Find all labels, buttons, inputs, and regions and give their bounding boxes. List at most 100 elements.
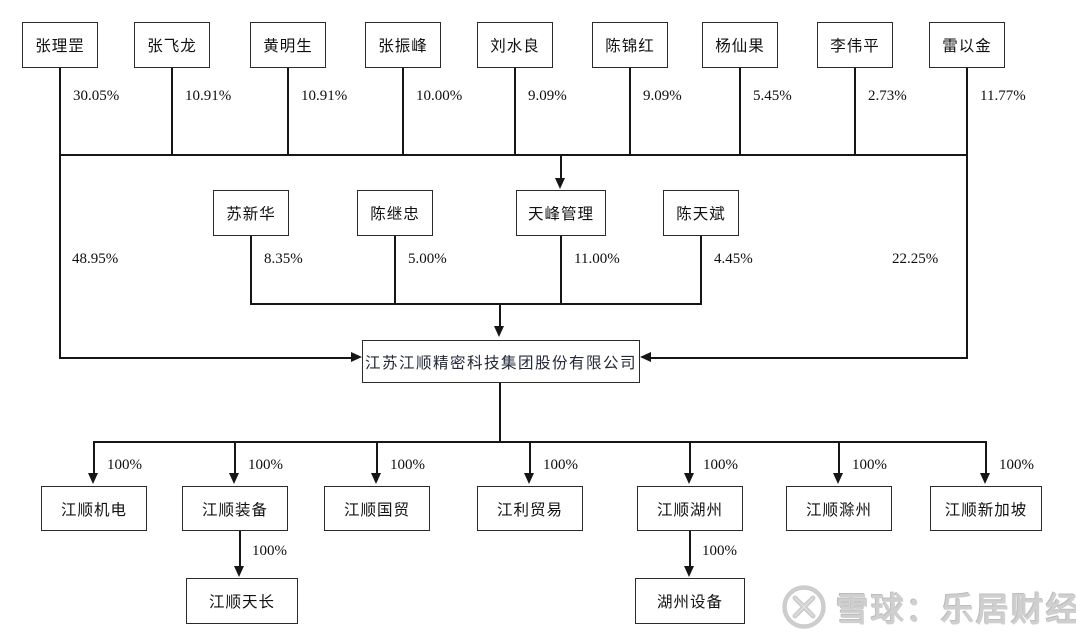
node-label: 杨仙果 [715, 38, 765, 55]
pct-label: 100% [252, 543, 287, 559]
level1-node-6: 陈锦红 [592, 22, 668, 68]
connector-line [93, 443, 95, 474]
level1-node-2: 张飞龙 [134, 22, 210, 68]
connector-line [287, 68, 289, 155]
node-label: 江利贸易 [496, 501, 563, 519]
arrowhead-down [494, 326, 504, 337]
pct-label: 100% [702, 543, 737, 559]
connector-line [239, 531, 241, 566]
pct-label: 10.91% [301, 88, 348, 104]
arrowhead-left [640, 352, 651, 362]
node-label: 江顺新加坡 [944, 501, 1028, 519]
level2-node-2: 陈继忠 [357, 190, 433, 236]
bus-line-bottom [93, 441, 987, 443]
arrowhead-down [229, 473, 239, 484]
node-label: 江顺机电 [60, 501, 127, 519]
watermark: 雪球：乐居财经 [781, 583, 1076, 631]
subsidiary-node-1: 江顺机电 [41, 486, 147, 531]
pct-label: 100% [107, 457, 142, 473]
node-label: 陈继忠 [370, 206, 420, 223]
level1-node-3: 黄明生 [250, 22, 326, 68]
company-node: 江苏江顺精密科技集团股份有限公司 [362, 340, 640, 383]
connector-line [250, 236, 252, 304]
node-label: 湖州设备 [656, 594, 723, 611]
connector-line [402, 68, 404, 155]
connector-line-left [59, 357, 351, 359]
pct-label: 100% [703, 457, 738, 473]
node-label: 刘水良 [490, 38, 540, 55]
connector-line [854, 68, 856, 155]
subsidiary-node-4: 江利贸易 [477, 486, 583, 531]
connector-line [689, 443, 691, 474]
pct-label: 48.95% [72, 251, 119, 267]
arrowhead-down [980, 473, 990, 484]
connector-line [59, 68, 61, 359]
watermark-text: 雪球：乐居财经 [836, 591, 1076, 628]
node-label: 张飞龙 [147, 38, 197, 55]
connector-line [529, 443, 531, 474]
connector-line-right [651, 357, 968, 359]
subsidiary-node-5: 江顺湖州 [637, 486, 743, 531]
connector-line [171, 68, 173, 155]
pct-label: 22.25% [892, 251, 939, 267]
arrowhead-down [555, 178, 565, 189]
pct-label: 9.09% [528, 88, 567, 104]
arrowhead-down [524, 473, 534, 484]
connector-line [499, 304, 501, 327]
pct-label: 4.45% [714, 251, 753, 267]
node-label: 张理罡 [35, 38, 85, 55]
arrowhead-down [684, 473, 694, 484]
connector-line [394, 236, 396, 304]
pct-label: 8.35% [264, 251, 303, 267]
pct-label: 100% [852, 457, 887, 473]
bus-line-top [59, 154, 968, 156]
node-label: 张振峰 [378, 38, 428, 55]
level2-node-4: 陈天斌 [663, 190, 739, 236]
connector-line [689, 531, 691, 566]
pct-label: 11.00% [574, 251, 620, 267]
connector-line [560, 155, 562, 180]
arrowhead-down [684, 566, 694, 577]
node-label: 江顺天长 [208, 594, 275, 611]
connector-line [499, 383, 501, 442]
connector-line [700, 236, 702, 304]
pct-label: 100% [248, 457, 283, 473]
arrowhead-right [351, 352, 362, 362]
level1-node-1: 张理罡 [22, 22, 98, 68]
connector-line [234, 443, 236, 474]
arrowhead-down [833, 473, 843, 484]
arrowhead-down [371, 473, 381, 484]
node-label: 陈天斌 [676, 206, 726, 223]
node-label: 天峰管理 [527, 206, 594, 223]
node-label: 江顺国贸 [343, 501, 410, 519]
connector-line [629, 68, 631, 155]
level1-node-4: 张振峰 [365, 22, 441, 68]
pct-label: 5.00% [408, 251, 447, 267]
connector-line [838, 443, 840, 474]
connector-line [985, 443, 987, 474]
connector-line [376, 443, 378, 474]
pct-label: 30.05% [73, 88, 120, 104]
pct-label: 10.00% [416, 88, 463, 104]
subsidiary-node-3: 江顺国贸 [324, 486, 430, 531]
pct-label: 100% [390, 457, 425, 473]
xueqiu-logo-icon [782, 585, 826, 629]
arrowhead-down [88, 473, 98, 484]
pct-label: 100% [999, 457, 1034, 473]
connector-line [514, 68, 516, 155]
pct-label: 10.91% [185, 88, 232, 104]
level1-node-8: 李伟平 [817, 22, 893, 68]
level2-node-1: 苏新华 [213, 190, 289, 236]
subsidiary-node-7: 江顺新加坡 [930, 486, 1042, 531]
subsidiary-node-6: 江顺滁州 [786, 486, 892, 531]
node-label: 雷以金 [942, 38, 992, 55]
bus-line-mid [250, 303, 702, 305]
level1-node-9: 雷以金 [929, 22, 1005, 68]
connector-line [739, 68, 741, 155]
node-label: 陈锦红 [605, 38, 655, 55]
level1-node-5: 刘水良 [477, 22, 553, 68]
pct-label: 100% [543, 457, 578, 473]
company-name: 江苏江顺精密科技集团股份有限公司 [364, 354, 637, 372]
subsidiary-node-2: 江顺装备 [182, 486, 288, 531]
